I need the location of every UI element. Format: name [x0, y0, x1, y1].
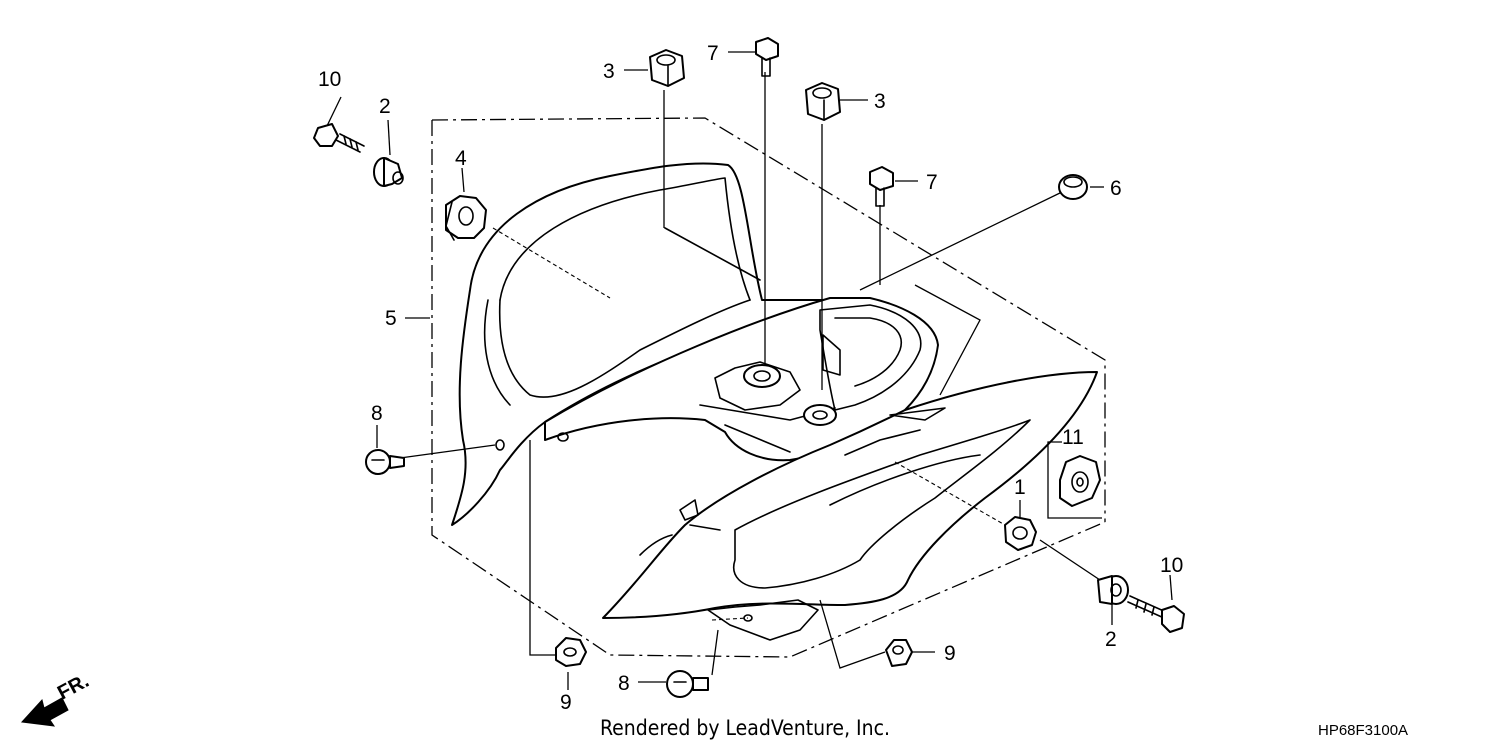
part-4-grommet — [445, 195, 487, 241]
callout-9-left: 9 — [560, 691, 572, 714]
callout-6: 6 — [1110, 177, 1122, 200]
callout-labels: 10 2 4 5 8 3 7 3 7 6 11 1 10 2 9 8 9 — [318, 42, 1183, 714]
callout-7-right: 7 — [926, 171, 938, 194]
callout-10-lower: 10 — [1160, 554, 1183, 577]
part-3-nut-left — [649, 49, 685, 87]
callout-9-right: 9 — [944, 642, 956, 665]
callout-5: 5 — [385, 307, 397, 330]
rear-fender — [451, 162, 1098, 641]
part-7-bolt-left — [755, 37, 779, 77]
callout-4: 4 — [455, 147, 467, 170]
part-10-bolt-lower — [1127, 595, 1185, 633]
part-2-collar-lower — [1097, 575, 1129, 605]
part-7-bolt-right — [869, 166, 894, 207]
front-direction-arrow: FR. — [20, 670, 93, 727]
callout-2-upper: 2 — [379, 95, 391, 118]
part-11-grommet — [1059, 455, 1101, 507]
part-9-nut-right — [885, 639, 913, 667]
diagram-code: HP68F3100A — [1318, 722, 1409, 739]
callout-8-left: 8 — [371, 402, 383, 425]
assembly-boundary — [431, 117, 1106, 658]
callout-10-upper: 10 — [318, 68, 341, 91]
callout-8-lower: 8 — [618, 672, 630, 695]
leader-lines — [325, 51, 1173, 690]
callout-3-left: 3 — [603, 60, 615, 83]
callout-11: 11 — [1062, 426, 1084, 449]
part-6-grommet — [1058, 174, 1088, 200]
callout-3-right: 3 — [874, 90, 886, 113]
part-10-bolt-upper — [313, 123, 365, 153]
part-8-screw-left — [365, 449, 405, 475]
part-9-nut-left — [555, 637, 587, 667]
part-3-nut-right — [805, 82, 841, 121]
callout-7-left: 7 — [707, 42, 719, 65]
part-1-grommet — [1004, 516, 1037, 551]
part-8-screw-lower — [666, 670, 709, 698]
callout-1: 1 — [1014, 476, 1026, 499]
alignment-lines — [492, 227, 1006, 621]
part-2-collar-upper — [373, 157, 404, 187]
render-credit: Rendered by LeadVenture, Inc. — [600, 716, 890, 740]
callout-2-lower: 2 — [1105, 628, 1117, 651]
